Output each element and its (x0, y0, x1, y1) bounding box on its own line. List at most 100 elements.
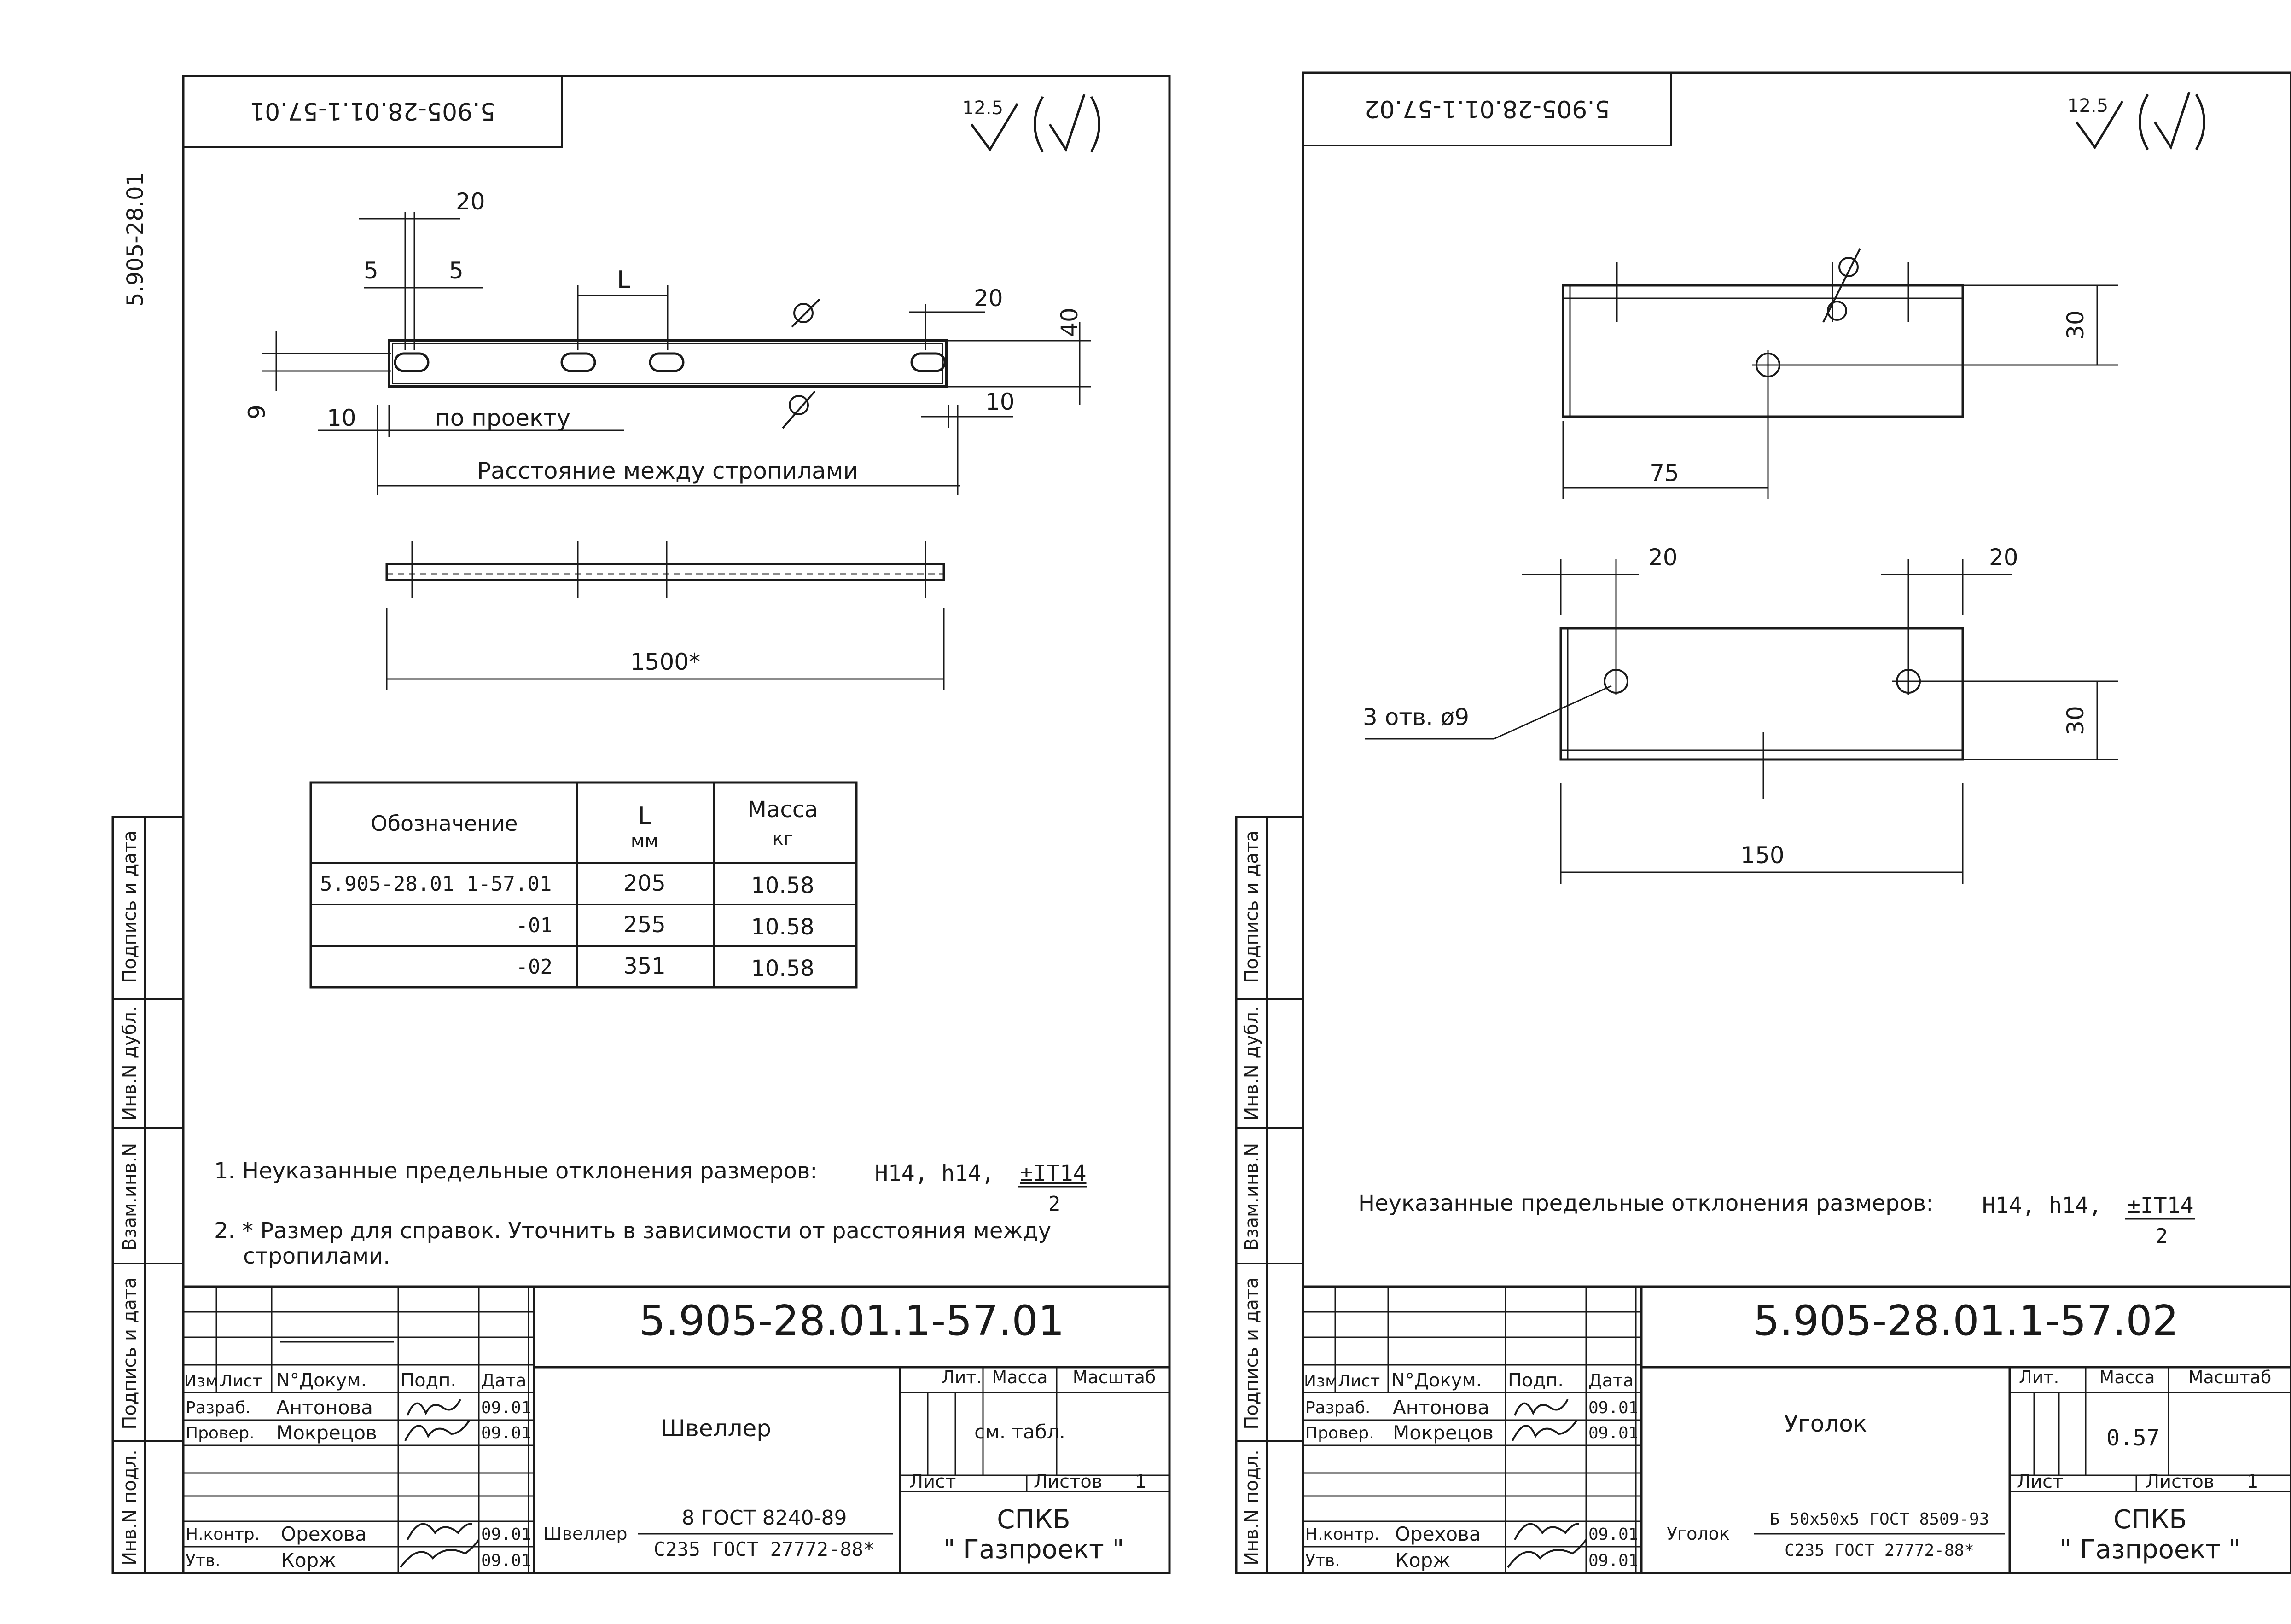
svg-text:СПКБ: СПКБ (2113, 1505, 2186, 1535)
note-1-tol-den: 2 (1048, 1192, 1061, 1216)
th-designation: Обозначение (371, 811, 518, 836)
svg-text:Разраб.: Разраб. (1305, 1398, 1370, 1417)
sheet-2-note: Неуказанные предельные отклонения размер… (1358, 1190, 1933, 1216)
note-2-line-2: стропилами. (243, 1243, 390, 1269)
svg-text:Подпись и дата: Подпись и дата (119, 830, 140, 983)
svg-text:1: 1 (1135, 1471, 1146, 1492)
svg-text:С235 ГОСТ 27772-88*: С235 ГОСТ 27772-88* (1785, 1541, 1974, 1560)
svg-text:Антонова: Антонова (276, 1396, 373, 1419)
svg-text:Расстояние между стропилами: Расстояние между стропилами (477, 458, 858, 484)
svg-text:L: L (617, 266, 630, 294)
svg-text:Лист: Лист (2017, 1471, 2063, 1492)
sheet-1-frame (182, 75, 1171, 1574)
svg-text:Лит.: Лит. (2019, 1367, 2059, 1387)
angle-top-view: 30 75 (1562, 248, 2118, 499)
svg-text:Подпись и дата: Подпись и дата (1241, 1277, 1262, 1429)
svg-text:30: 30 (2062, 706, 2089, 735)
channel-elevation-view: 1500* (385, 541, 945, 690)
svg-text:5: 5 (449, 257, 464, 284)
svg-text:Масса: Масса (992, 1367, 1047, 1387)
svg-text:Масштаб: Масштаб (2188, 1367, 2272, 1387)
th-mass-unit: кг (772, 828, 793, 849)
svg-text:см. табл.: см. табл. (974, 1421, 1065, 1443)
svg-text:5: 5 (364, 257, 378, 284)
sheet-2: 5.905-28.01.1-57.02 12.5 30 (1235, 71, 2291, 1574)
svg-text:09.01: 09.01 (481, 1525, 531, 1544)
th-L-unit: мм (631, 830, 658, 852)
table-row-0-designation: 5.905-28.01 1-57.01 (320, 872, 552, 896)
svg-text:Взам.инв.N: Взам.инв.N (1241, 1143, 1262, 1251)
svg-text:Орехова: Орехова (1395, 1523, 1481, 1545)
svg-text:10: 10 (985, 389, 1015, 415)
sheet-1-corner-code: 5.905-28.01.1-57.01 (250, 97, 495, 125)
svg-text:Лист: Лист (1338, 1372, 1380, 1391)
th-L: L (638, 802, 651, 830)
svg-text:С235 ГОСТ 27772-88*: С235 ГОСТ 27772-88* (654, 1538, 875, 1560)
svg-text:N°Докум.: N°Докум. (276, 1370, 366, 1391)
table-row-1-designation: -01 (516, 914, 552, 937)
svg-text:Подп.: Подп. (1508, 1370, 1564, 1391)
svg-text:Антонова: Антонова (1393, 1396, 1489, 1419)
sheet-1-signatures (400, 1399, 480, 1568)
note-1-tol-a: H14, h14, (875, 1160, 994, 1186)
sheet-1-title-block: Изм. Лист N°Докум. Подп. Дата Разраб. Ан… (182, 1285, 1171, 1574)
svg-text:Инв.N дубл.: Инв.N дубл. (119, 1006, 140, 1120)
table-row-2-mass: 10.58 (751, 956, 814, 981)
svg-text:Н.контр.: Н.контр. (186, 1525, 260, 1544)
svg-text:20: 20 (456, 188, 485, 215)
sheet-1-notes: 1. Неуказанные предельные отклонения раз… (214, 1158, 1087, 1269)
spec-table: Обозначение L мм Масса кг 5.905-28.01 1-… (309, 781, 858, 989)
table-row-1-L: 255 (623, 912, 666, 938)
sheet-2-signatures (1507, 1399, 1587, 1568)
svg-text:20: 20 (1989, 544, 2018, 571)
svg-text:Подпись и дата: Подпись и дата (119, 1277, 140, 1429)
svg-text:Н.контр.: Н.контр. (1305, 1525, 1379, 1544)
svg-text:Инв.N подл.: Инв.N подл. (119, 1450, 140, 1566)
svg-text:1500*: 1500* (630, 649, 700, 675)
th-mass: Масса (747, 797, 818, 823)
svg-text:Провер.: Провер. (186, 1424, 255, 1443)
svg-text:Утв.: Утв. (186, 1551, 221, 1570)
note-2-line-1: 2. * Размер для справок. Уточнить в зави… (214, 1218, 1051, 1244)
svg-text:9: 9 (244, 405, 270, 419)
svg-text:Подп.: Подп. (401, 1370, 456, 1391)
svg-text:09.01: 09.01 (481, 1424, 531, 1443)
svg-text:Дата: Дата (1588, 1370, 1634, 1391)
sheet-2-notes: Неуказанные предельные отклонения размер… (1358, 1190, 2195, 1248)
sheet-1-part-name: Швеллер (661, 1415, 771, 1442)
svg-text:09.01: 09.01 (481, 1398, 531, 1417)
svg-text:N°Докум.: N°Докум. (1391, 1370, 1482, 1391)
svg-text:±IT14: ±IT14 (2127, 1193, 2194, 1218)
svg-text:09.01: 09.01 (1588, 1398, 1638, 1417)
sheet-2-part-name: Уголок (1784, 1410, 1867, 1437)
sheet-1: 5.905-28.01.1-57.01 5.905-28.01 12.5 (111, 75, 1171, 1574)
sheet-2-corner-box (1302, 72, 1672, 146)
svg-text:Лист: Лист (909, 1471, 956, 1492)
channel-plan-view: 20 5 5 L 20 40 9 10 по проекту 10 (244, 188, 1091, 495)
svg-text:" Газпроект ": " Газпроект " (943, 1535, 1124, 1565)
svg-text:Масса: Масса (2099, 1367, 2155, 1387)
svg-text:09.01: 09.01 (1588, 1551, 1638, 1570)
sheet-2-roughness-symbol: 12.5 (2067, 92, 2205, 151)
slot-holes (394, 352, 946, 372)
sheet-2-code: 5.905-28.01.1-57.02 (1753, 1297, 2179, 1345)
table-row-0-L: 205 (623, 870, 666, 896)
svg-text:Уголок: Уголок (1667, 1524, 1730, 1544)
svg-text:Подпись и дата: Подпись и дата (1241, 830, 1262, 983)
sheet-1-side-stamp: Инв.N подл. Подпись и дата Взам.инв.N Ин… (111, 816, 185, 1574)
svg-text:Инв.N дубл.: Инв.N дубл. (1241, 1006, 1262, 1120)
svg-text:Масштаб: Масштаб (1073, 1367, 1156, 1387)
svg-text:8 ГОСТ 8240-89: 8 ГОСТ 8240-89 (682, 1506, 847, 1530)
svg-text:Мокрецов: Мокрецов (276, 1421, 377, 1444)
svg-text:Б 50х50х5 ГОСТ 8509-93: Б 50х50х5 ГОСТ 8509-93 (1770, 1510, 1989, 1529)
note-1-tol-b: ±IT14 (1020, 1160, 1087, 1186)
svg-text:Изм.: Изм. (184, 1372, 223, 1391)
svg-text:Мокрецов: Мокрецов (1393, 1421, 1494, 1444)
svg-text:по проекту: по проекту (435, 405, 570, 431)
svg-text:Взам.инв.N: Взам.инв.N (119, 1143, 140, 1251)
svg-text:40: 40 (1056, 307, 1083, 337)
svg-text:75: 75 (1650, 460, 1679, 487)
svg-text:30: 30 (2062, 310, 2089, 340)
svg-text:2: 2 (2156, 1224, 2168, 1248)
svg-text:09.01: 09.01 (481, 1551, 531, 1570)
